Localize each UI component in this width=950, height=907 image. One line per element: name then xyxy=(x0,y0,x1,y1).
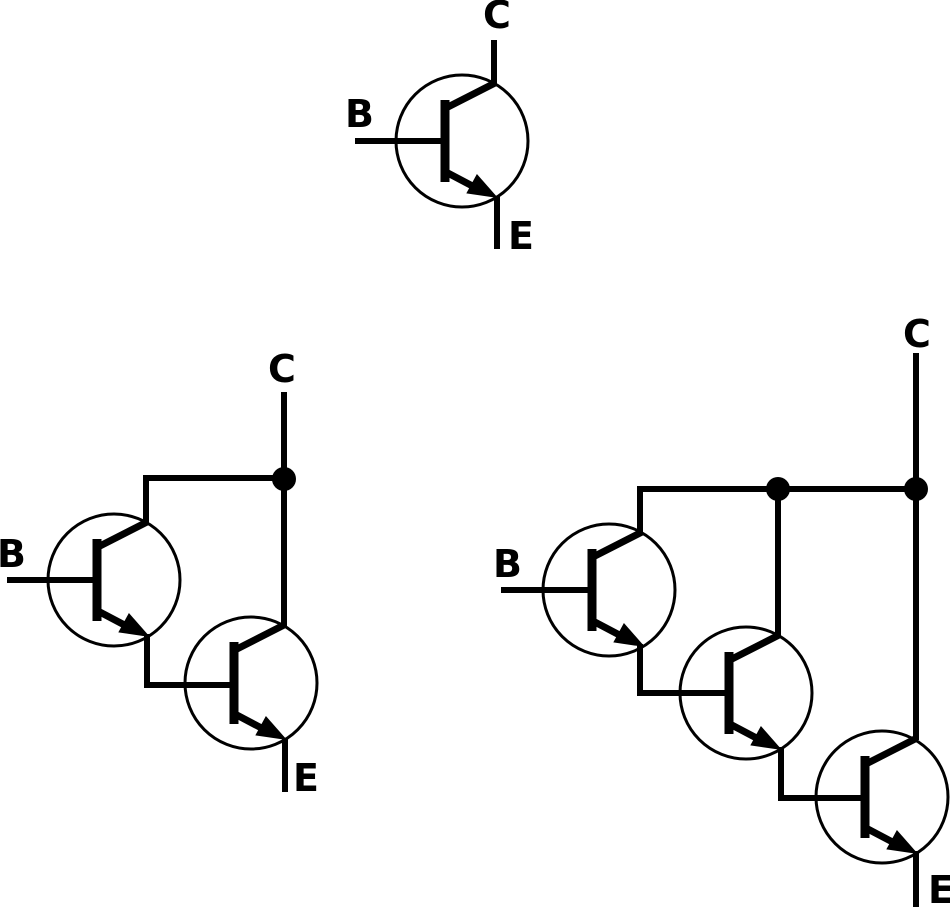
diagram-single-npn: C B E xyxy=(345,0,534,258)
junction-dot-middle xyxy=(766,477,790,501)
base-label: B xyxy=(345,92,374,136)
t1-emitter-to-t2-base-wire xyxy=(144,634,238,688)
diagram-triple-darlington: C B E xyxy=(493,312,950,907)
t1-collector-to-junction-wire xyxy=(637,486,916,535)
collector-label: C xyxy=(483,0,511,37)
junction-dot xyxy=(272,467,296,491)
junction-dot-right xyxy=(904,477,928,501)
emitter-label: E xyxy=(293,756,319,800)
t1-collector-to-junction-wire xyxy=(143,475,284,524)
base-label: B xyxy=(0,532,26,576)
collector-label: C xyxy=(268,347,296,391)
diagram-darlington-pair: C B E xyxy=(0,347,319,800)
emitter-label: E xyxy=(928,868,950,907)
t2-emitter-to-t3-base-wire xyxy=(778,747,868,801)
base-label: B xyxy=(493,542,522,586)
collector-label: C xyxy=(903,312,931,356)
t1-emitter-to-t2-base-wire xyxy=(637,644,732,696)
emitter-label: E xyxy=(508,214,534,258)
